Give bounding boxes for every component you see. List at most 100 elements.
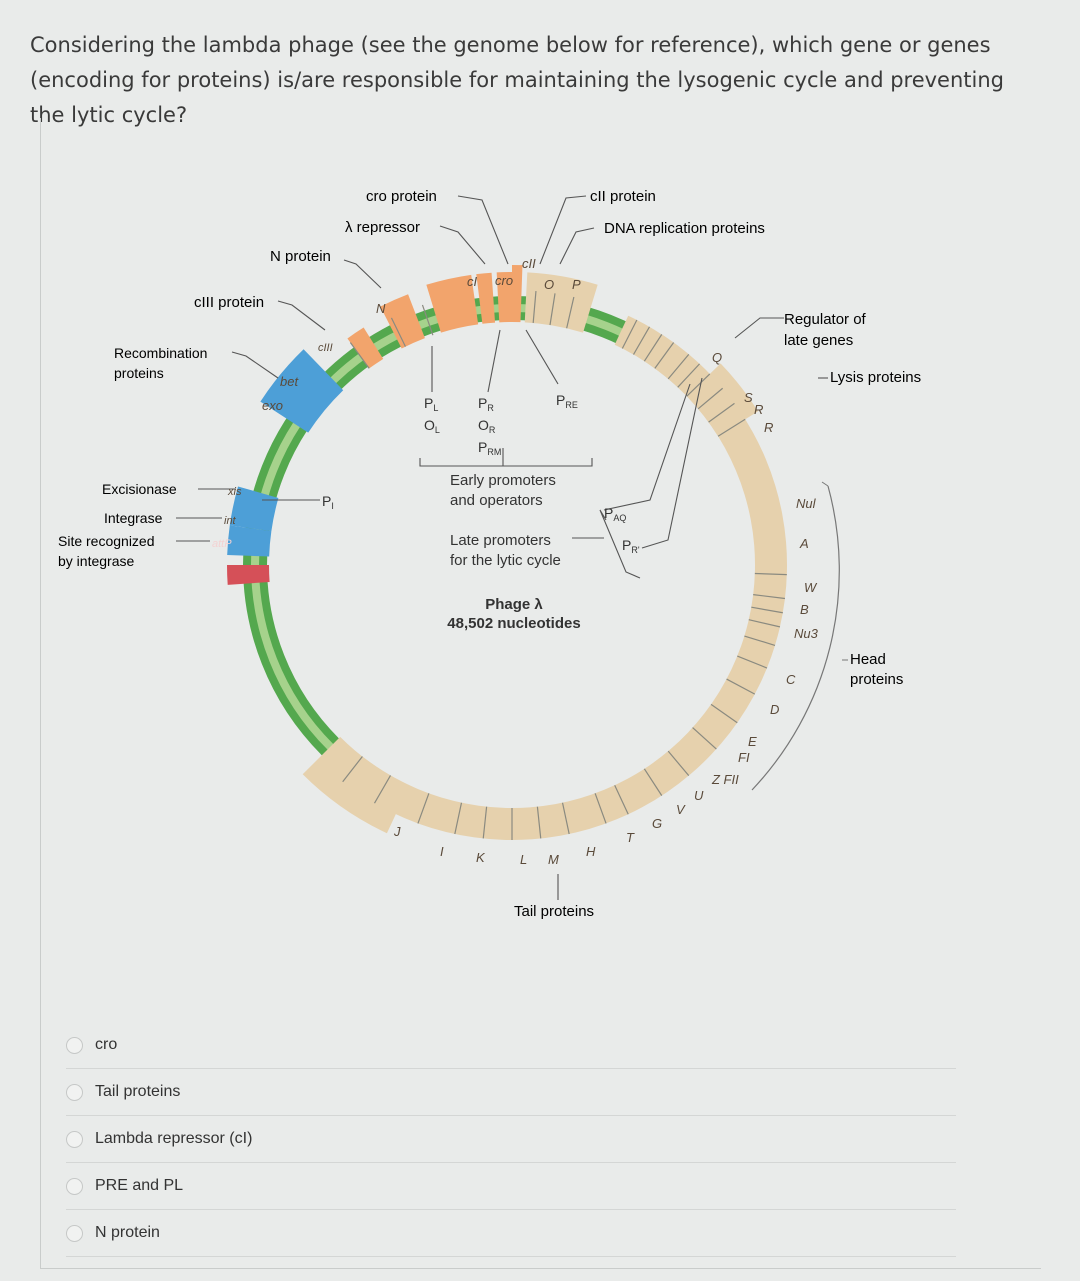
integrase-label: Integrase — [104, 510, 163, 526]
option-cro[interactable]: cro — [66, 1022, 956, 1069]
gene-boundary-tick — [677, 363, 700, 388]
gene-nu3-label: Nu3 — [794, 626, 819, 641]
gene-j-block — [302, 736, 410, 834]
gene-h-label: H — [586, 844, 596, 859]
gene-boundary-tick — [643, 334, 663, 362]
gene-o-label: O — [544, 277, 554, 292]
gene-xis-label: xis — [227, 486, 242, 498]
gene-boundary-tick — [737, 655, 768, 669]
attp-site-block — [227, 565, 270, 585]
gene-cii-label: cII — [522, 256, 536, 271]
answer-options: cro Tail proteins Lambda repressor (cI) … — [66, 1022, 956, 1257]
option-n-protein[interactable]: N protein — [66, 1210, 956, 1257]
promoter-pl: PL — [424, 395, 438, 413]
option-pre-and-pl[interactable]: PRE and PL — [66, 1163, 956, 1210]
lysis-gene-block — [686, 363, 758, 437]
gene-j-label: J — [393, 824, 401, 839]
gene-boundary-tick — [753, 594, 786, 600]
gene-boundary-tick — [726, 678, 756, 695]
regulator-label-1: Regulator of — [784, 311, 867, 328]
option-tail-proteins[interactable]: Tail proteins — [66, 1069, 956, 1116]
gene-attp-label: attP — [212, 538, 232, 550]
gene-nul-label: Nul — [796, 496, 817, 511]
gene-boundary-tick — [748, 619, 781, 628]
gene-cro-label: cro — [495, 273, 513, 288]
head-label-2: proteins — [850, 671, 903, 688]
gene-boundary-tick — [621, 319, 638, 349]
gene-c-label: C — [786, 672, 796, 687]
gene-boundary-tick — [561, 802, 570, 835]
gene-boundary-tick — [744, 635, 776, 646]
gene-boundary-tick — [532, 290, 537, 323]
gene-boundary-tick — [342, 756, 363, 783]
option-label: Lambda repressor (cI) — [95, 1130, 253, 1147]
radio-button[interactable] — [66, 1130, 83, 1148]
gene-exo-label: exo — [262, 398, 283, 413]
radio-button[interactable] — [66, 1083, 83, 1101]
gene-boundary-tick — [710, 703, 738, 724]
n-protein-label: N protein — [270, 248, 331, 265]
gene-p-label: P — [572, 277, 581, 292]
gene-n-label: N — [376, 301, 386, 316]
phage-nucleotides: 48,502 nucleotides — [447, 615, 580, 632]
gene-boundary-tick — [667, 353, 690, 380]
gene-ciii-label: cIII — [318, 342, 333, 354]
gene-m-label: M — [548, 852, 559, 867]
operator-ol: OL — [424, 417, 440, 435]
gene-boundary-tick — [549, 293, 556, 326]
radio-button[interactable] — [66, 1177, 83, 1195]
ciii-protein-label: cIII protein — [194, 294, 264, 311]
head-proteins-bracket — [751, 485, 840, 791]
leader-lines — [176, 195, 828, 900]
gene-boundary-tick — [654, 342, 675, 369]
gene-boundaries — [342, 290, 787, 840]
gene-boundary-tick — [482, 806, 488, 839]
gene-q-label: Q — [712, 350, 722, 365]
site-recognized-label-2: by integrase — [58, 553, 134, 569]
gene-boundary-tick — [373, 775, 392, 804]
gene-boundary-tick — [566, 296, 575, 329]
lysis-label: Lysis proteins — [830, 369, 921, 386]
gene-fi-label: FI — [738, 750, 750, 765]
gene-xis-block — [229, 486, 279, 532]
gene-int-block — [227, 525, 272, 557]
gene-boundary-tick — [417, 793, 430, 824]
radio-button[interactable] — [66, 1224, 83, 1242]
gene-boundary-tick — [536, 806, 542, 839]
gene-q-block — [644, 334, 707, 394]
late-promoters-label-2: for the lytic cycle — [450, 552, 561, 569]
gene-boundary-tick — [390, 317, 407, 347]
promoter-pre: PRE — [556, 392, 578, 410]
gene-ciii-block — [347, 327, 384, 369]
head-label-1: Head — [850, 651, 886, 668]
promoter-pr-prime: PR' — [622, 537, 640, 555]
gene-boundary-tick — [697, 387, 724, 410]
radio-button[interactable] — [66, 1036, 83, 1054]
site-recognized-label-1: Site recognized — [58, 533, 155, 549]
gene-bet-label: bet — [280, 374, 299, 389]
phage-name: Phage λ — [485, 596, 543, 613]
option-lambda-repressor[interactable]: Lambda repressor (cI) — [66, 1116, 956, 1163]
gene-boundary-tick — [632, 326, 651, 355]
recombination-label-1: Recombination — [114, 345, 207, 361]
promoter-paq: PAQ — [604, 505, 626, 523]
gene-boundary-tick — [614, 784, 629, 815]
gene-ci-region — [426, 274, 479, 333]
gene-a-label: A — [799, 536, 809, 551]
question-frame — [40, 118, 1041, 1269]
tail-label: Tail proteins — [514, 903, 594, 920]
cii-protein-label: cII protein — [590, 188, 656, 205]
late-promoters-label-1: Late promoters — [450, 532, 551, 549]
gene-t-label: T — [626, 830, 635, 845]
gene-r-label: R — [754, 402, 763, 417]
gene-fii-label: Z FII — [711, 772, 739, 787]
recombination-label-2: proteins — [114, 365, 164, 381]
cro-protein-label: cro protein — [366, 188, 437, 205]
gene-ci-block — [476, 272, 496, 324]
gene-boundary-tick — [643, 768, 663, 796]
gene-boundary-tick — [349, 342, 370, 369]
promoter-pr: PR — [478, 395, 494, 413]
gene-b-label: B — [800, 602, 809, 617]
gene-boundary-tick — [594, 793, 607, 824]
option-label: Tail proteins — [95, 1083, 181, 1100]
